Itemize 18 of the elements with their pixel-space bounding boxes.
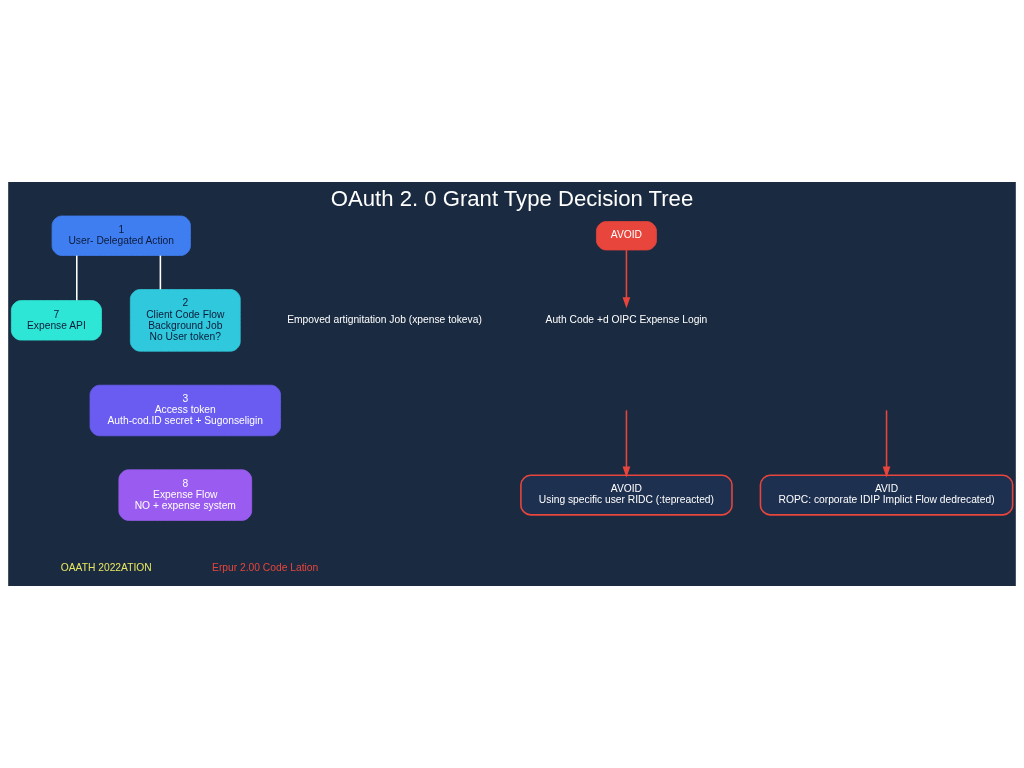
node-box: 3 Access token Auth-cod.ID secret + Sugonseligin xyxy=(89,384,281,437)
label: OAATH 2022ATION xyxy=(60,562,152,574)
node-box: AVOID Using specific user RIDC (:tepreacted) xyxy=(520,474,733,516)
node-box: 7 Expense API xyxy=(10,300,102,341)
arrow xyxy=(622,249,631,309)
node-box: 8 Expense Flow NO + expense system xyxy=(118,469,253,521)
node-text: Auth Code +d OIPC Expense Login xyxy=(545,314,708,326)
label: Erpur 2.00 Code Lation xyxy=(212,562,319,574)
node-text: Empoved artignitation Job (xpense tokeva) xyxy=(287,314,482,326)
arrow xyxy=(882,410,891,478)
connector xyxy=(75,254,78,302)
node-box: AVID ROPC: corporate IDIP Implict Flow dedrecated) xyxy=(759,474,1014,516)
diagram-title: OAuth 2. 0 Grant Type Decision Tree xyxy=(330,186,694,212)
node-box: 1 User- Delegated Action xyxy=(51,215,191,256)
node-box: AVOID xyxy=(596,221,657,251)
connector xyxy=(159,254,162,291)
arrow xyxy=(622,410,631,478)
node-box: 2 Client Code Flow Background Job No User token? xyxy=(129,289,241,352)
